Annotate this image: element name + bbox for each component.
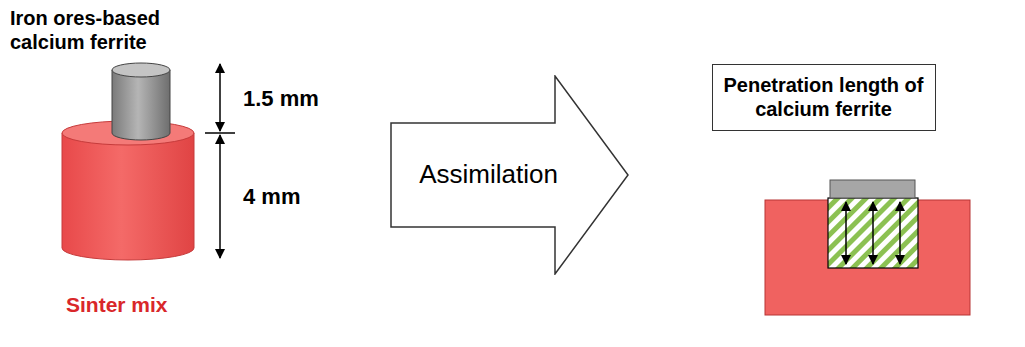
sinter-cylinder [62, 121, 194, 260]
part-label-wrap: Iron ores-based calcium ferrite [10, 6, 200, 54]
node-text: Assimilation [419, 159, 558, 190]
dimension-label: 4 mm [243, 184, 300, 210]
ferrite-cylinder [112, 63, 170, 140]
process-arrow: Assimilation [390, 75, 630, 275]
dimension-label: 1.5 mm [243, 86, 319, 112]
dimension-lines [205, 64, 235, 258]
dimension-label-wrap: 1.5 mm [243, 86, 319, 112]
dimension-label-wrap: 4 mm [243, 184, 300, 210]
penetration-figure [765, 180, 970, 315]
part-label: Sinter mix [66, 292, 168, 317]
part-label: Iron ores-based calcium ferrite [10, 6, 200, 54]
part-label-wrap: Sinter mix [66, 292, 168, 317]
label-box: Penetration length of calcium ferrite [712, 64, 936, 131]
node-text: Penetration length of calcium ferrite [721, 73, 926, 121]
